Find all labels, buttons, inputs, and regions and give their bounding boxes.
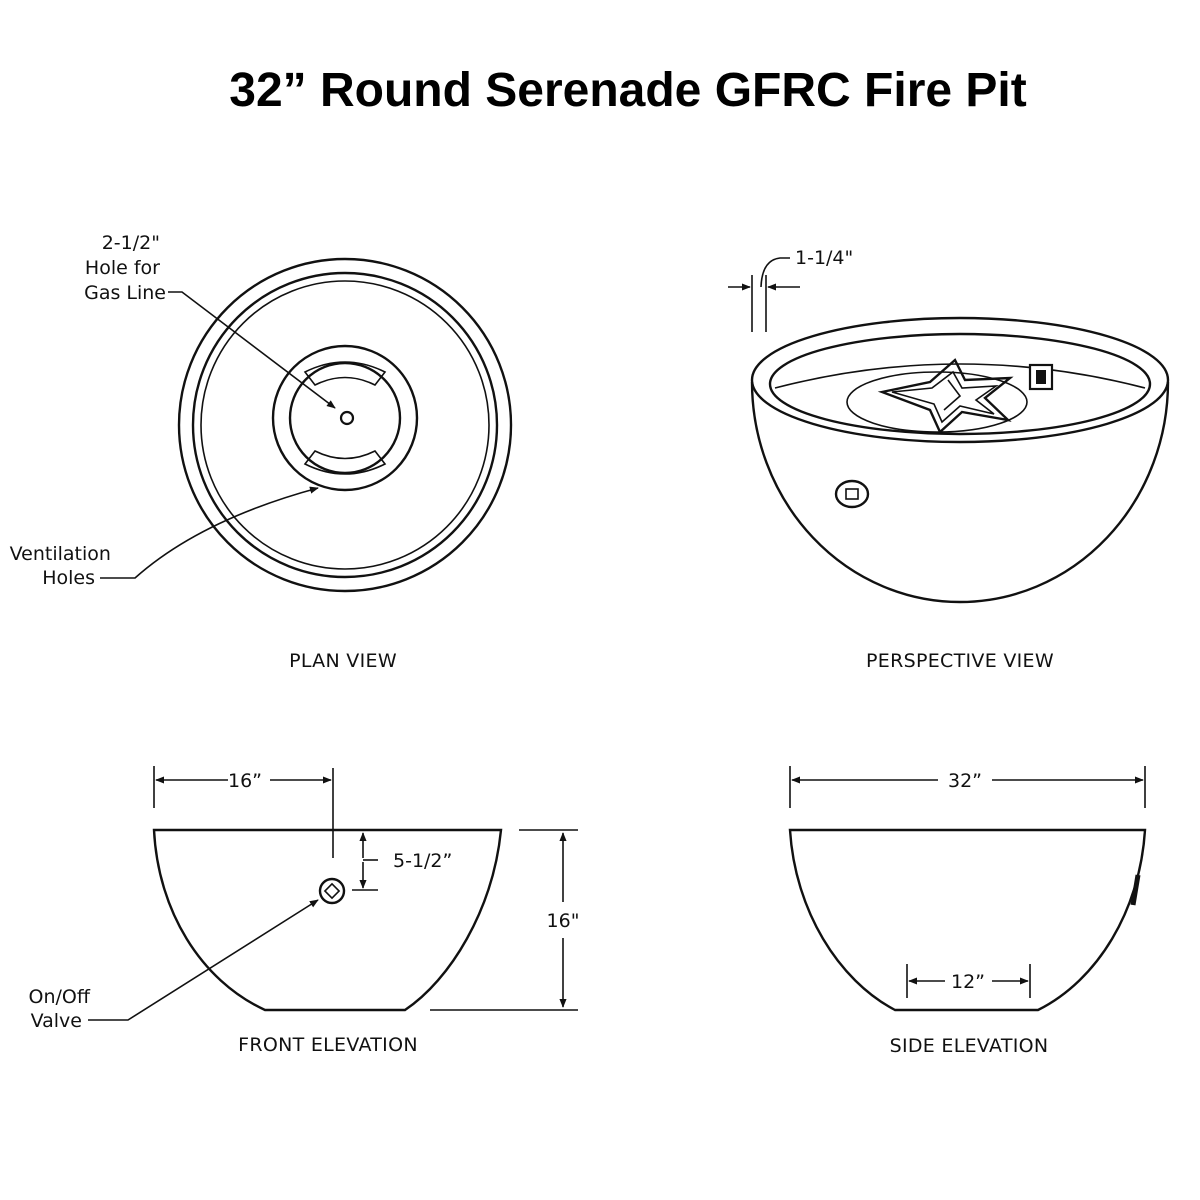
valve-leader — [88, 899, 319, 1021]
width-value: 32” — [948, 770, 982, 792]
front-elevation-caption: FRONT ELEVATION — [238, 1034, 418, 1056]
plan-basin-edge — [200, 280, 490, 570]
star-burner — [877, 358, 1014, 434]
plan-outer-rim — [177, 257, 513, 593]
plan-ventilation-hole-bottom — [303, 449, 387, 475]
perspective-view: 1-1/4" PERSPECTIVE VIEW — [728, 247, 1170, 672]
plan-ventilation-hole-top — [303, 361, 387, 387]
front-bowl-outline — [152, 828, 503, 1012]
side-valve-stub — [1130, 874, 1141, 906]
bowl-outer-rim — [750, 316, 1170, 444]
gas-line-leader — [168, 291, 336, 409]
perspective-view-caption: PERSPECTIVE VIEW — [866, 650, 1054, 672]
bowl-inner-rim — [768, 332, 1152, 436]
ventilation-label: Ventilation Holes — [10, 543, 117, 589]
front-valve — [318, 877, 346, 905]
valve-knob-perspective — [834, 479, 870, 509]
bowl-basin-line — [774, 363, 1146, 389]
ventilation-leader — [100, 486, 319, 579]
front-elevation: 16” 5-1/2” 16" On/Off Valve FRONT ELEVAT… — [29, 766, 580, 1056]
plan-view-caption: PLAN VIEW — [289, 650, 397, 672]
gas-line-label: 2-1/2" Hole for Gas Line — [84, 232, 166, 304]
rim-dimension-value: 1-1/4" — [795, 247, 853, 269]
burner-pan — [846, 371, 1028, 433]
plan-inner-rim — [191, 271, 499, 579]
side-elevation: 32” 12” SIDE ELEVATION — [788, 766, 1147, 1057]
plan-view: 2-1/2" Hole for Gas Line Ventilation Hol… — [10, 232, 513, 672]
plan-gas-line-hole — [339, 410, 355, 426]
valve-label: On/Off Valve — [29, 986, 97, 1032]
igniter-box — [1028, 363, 1054, 391]
bowl-body — [750, 381, 1170, 604]
plan-burner-pan-outer — [271, 344, 419, 492]
rim-dimension: 1-1/4" — [728, 247, 853, 332]
base-width-value: 12” — [951, 971, 985, 993]
height-value: 16" — [547, 910, 580, 932]
page-title: 32” Round Serenade GFRC Fire Pit — [229, 64, 1027, 117]
valve-depth-value: 5-1/2” — [393, 850, 452, 872]
half-width-value: 16” — [228, 770, 262, 792]
plan-burner-pan-inner — [288, 361, 402, 475]
side-elevation-caption: SIDE ELEVATION — [890, 1035, 1049, 1057]
